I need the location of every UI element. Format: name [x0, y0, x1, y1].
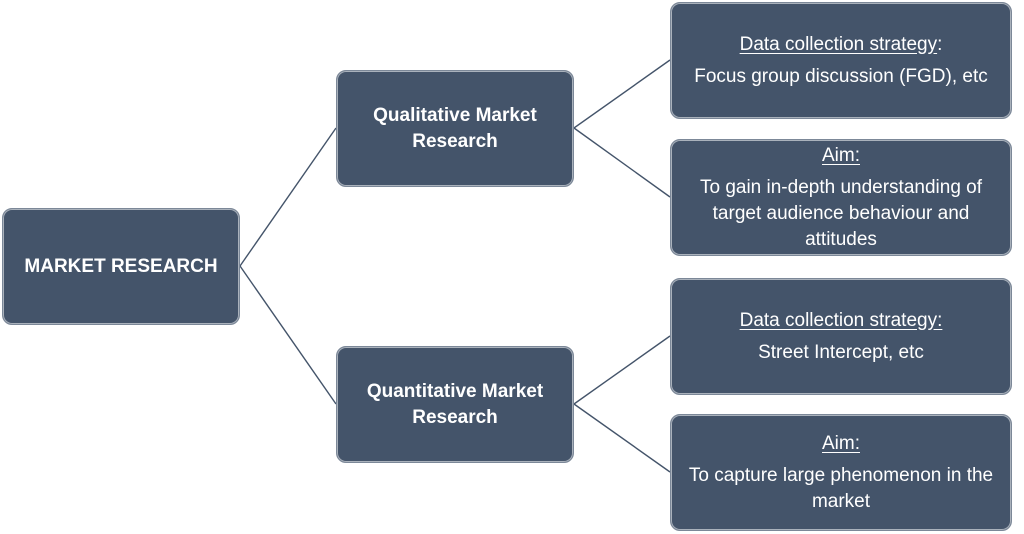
quantitative-data-collection-text: Street Intercept, etc	[758, 341, 924, 363]
quantitative-aim-node: Aim: To capture large phenomenon in the …	[670, 414, 1012, 531]
quantitative-aim-text: To capture large phenomenon in the marke…	[688, 464, 994, 512]
connector-qualitative-to-aim	[573, 127, 671, 198]
qualitative-research-label: Qualitative Market Research	[373, 104, 537, 152]
quantitative-research-label: Quantitative Market Research	[366, 380, 544, 428]
qualitative-data-collection-text: Focus group discussion (FGD), etc	[694, 65, 988, 87]
connector-root-to-qualitative	[239, 127, 337, 267]
qualitative-data-collection-heading-line: Data collection strategy:	[740, 32, 943, 58]
connector-quantitative-to-data-collection	[573, 335, 671, 405]
quantitative-research-node: Quantitative Market Research	[336, 346, 574, 463]
connector-qualitative-to-data-collection	[573, 59, 671, 129]
connector-quantitative-to-aim	[573, 403, 671, 473]
qualitative-research-node: Qualitative Market Research	[336, 70, 574, 187]
root-node-market-research: MARKET RESEARCH	[2, 208, 240, 325]
qualitative-aim-node: Aim: To gain in-depth understanding of t…	[670, 139, 1012, 256]
quantitative-aim-heading: Aim:	[822, 432, 860, 454]
qualitative-aim-text: To gain in-depth understanding of target…	[699, 176, 983, 250]
quantitative-data-collection-heading-line: Data collection strategy:	[740, 308, 943, 334]
qualitative-data-collection-heading-suffix: :	[937, 33, 943, 55]
quantitative-data-collection-node: Data collection strategy: Street Interce…	[670, 278, 1012, 395]
connector-root-to-quantitative	[239, 265, 337, 405]
qualitative-aim-heading: Aim:	[822, 144, 860, 166]
quantitative-data-collection-heading: Data collection strategy:	[739, 309, 943, 331]
root-node-label: MARKET RESEARCH	[24, 255, 218, 277]
qualitative-data-collection-heading: Data collection strategy	[739, 33, 938, 55]
qualitative-data-collection-node: Data collection strategy: Focus group di…	[670, 2, 1012, 119]
